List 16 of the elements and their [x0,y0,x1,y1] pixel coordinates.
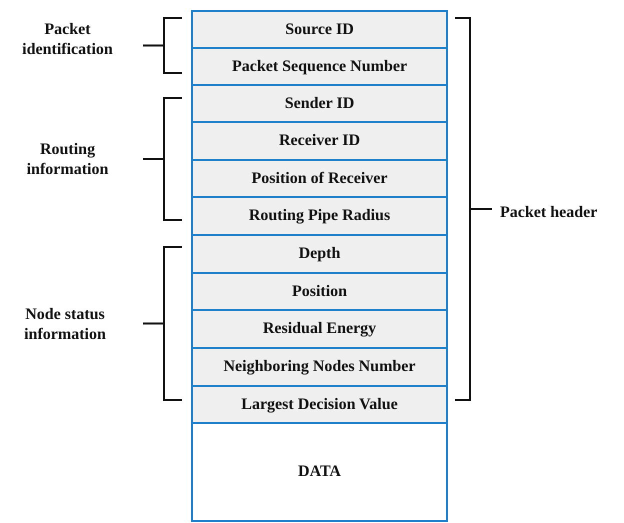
header-field: Routing Pipe Radius [191,196,448,236]
bracket-label: Node status information [23,305,107,345]
header-field: Packet Sequence Number [191,47,448,86]
bracket-label: Routing information [26,140,110,180]
header-field: Source ID [191,10,448,49]
header-field: Receiver ID [191,121,448,161]
header-field: Largest Decision Value [191,385,448,424]
data-field: DATA [191,422,448,522]
header-field: Residual Energy [191,309,448,349]
header-field: Position of Receiver [191,159,448,198]
bracket-label: Packet identification [21,20,114,60]
header-field: Depth [191,234,448,274]
bracket-label: Packet header [500,203,598,223]
header-field: Neighboring Nodes Number [191,347,448,387]
header-field: Position [191,272,448,311]
header-field: Sender ID [191,84,448,123]
